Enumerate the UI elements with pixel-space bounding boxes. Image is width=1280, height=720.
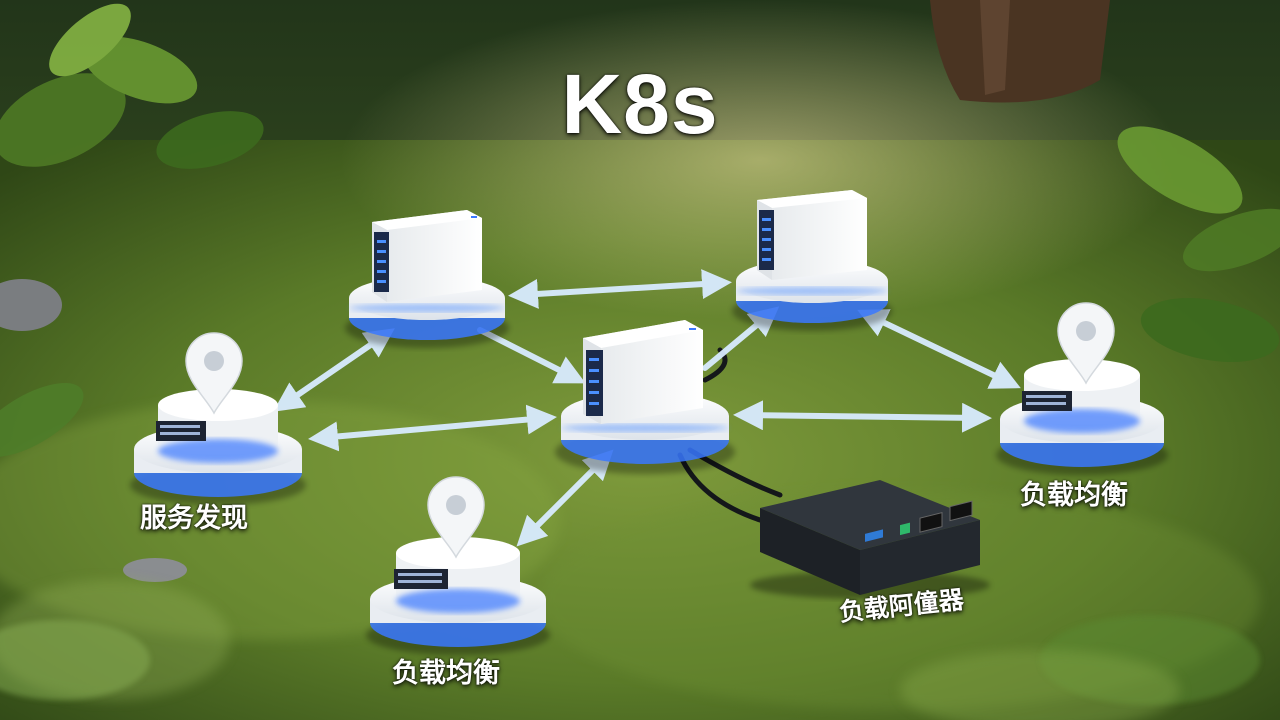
server-node-top-right [732,190,892,331]
location-pin-icon [427,476,485,559]
server-icon [583,320,703,424]
label-bottom-node: 负载均衡 [392,658,500,689]
pin-node-left [130,332,306,505]
location-pin-icon [1057,302,1115,385]
connection-arrows [273,269,1021,547]
network-device-icon [750,480,990,599]
double-arrow-icon [273,328,395,412]
foreground-foliage [900,650,1180,720]
label-left-node: 服务发现 [140,503,248,534]
server-icon [757,190,867,280]
foreground-foliage [0,580,230,700]
rock [0,279,62,331]
title-text: K8s [561,57,719,151]
label-right-node: 负载均衡 [1020,480,1128,511]
location-pin-icon [185,332,243,415]
pin-node-bottom [366,476,550,655]
server-node-top-left [345,210,509,348]
double-arrow-icon [857,309,1021,389]
server-node-center [555,320,735,474]
rock [123,558,187,582]
double-arrow-icon [733,400,992,433]
double-arrow-icon [516,449,614,547]
server-icon [372,210,482,302]
tree-trunk [930,0,1110,103]
foliage-right [1040,126,1280,705]
pin-node-right [996,302,1168,475]
double-arrow-icon [508,269,732,309]
double-arrow-icon [308,404,557,452]
